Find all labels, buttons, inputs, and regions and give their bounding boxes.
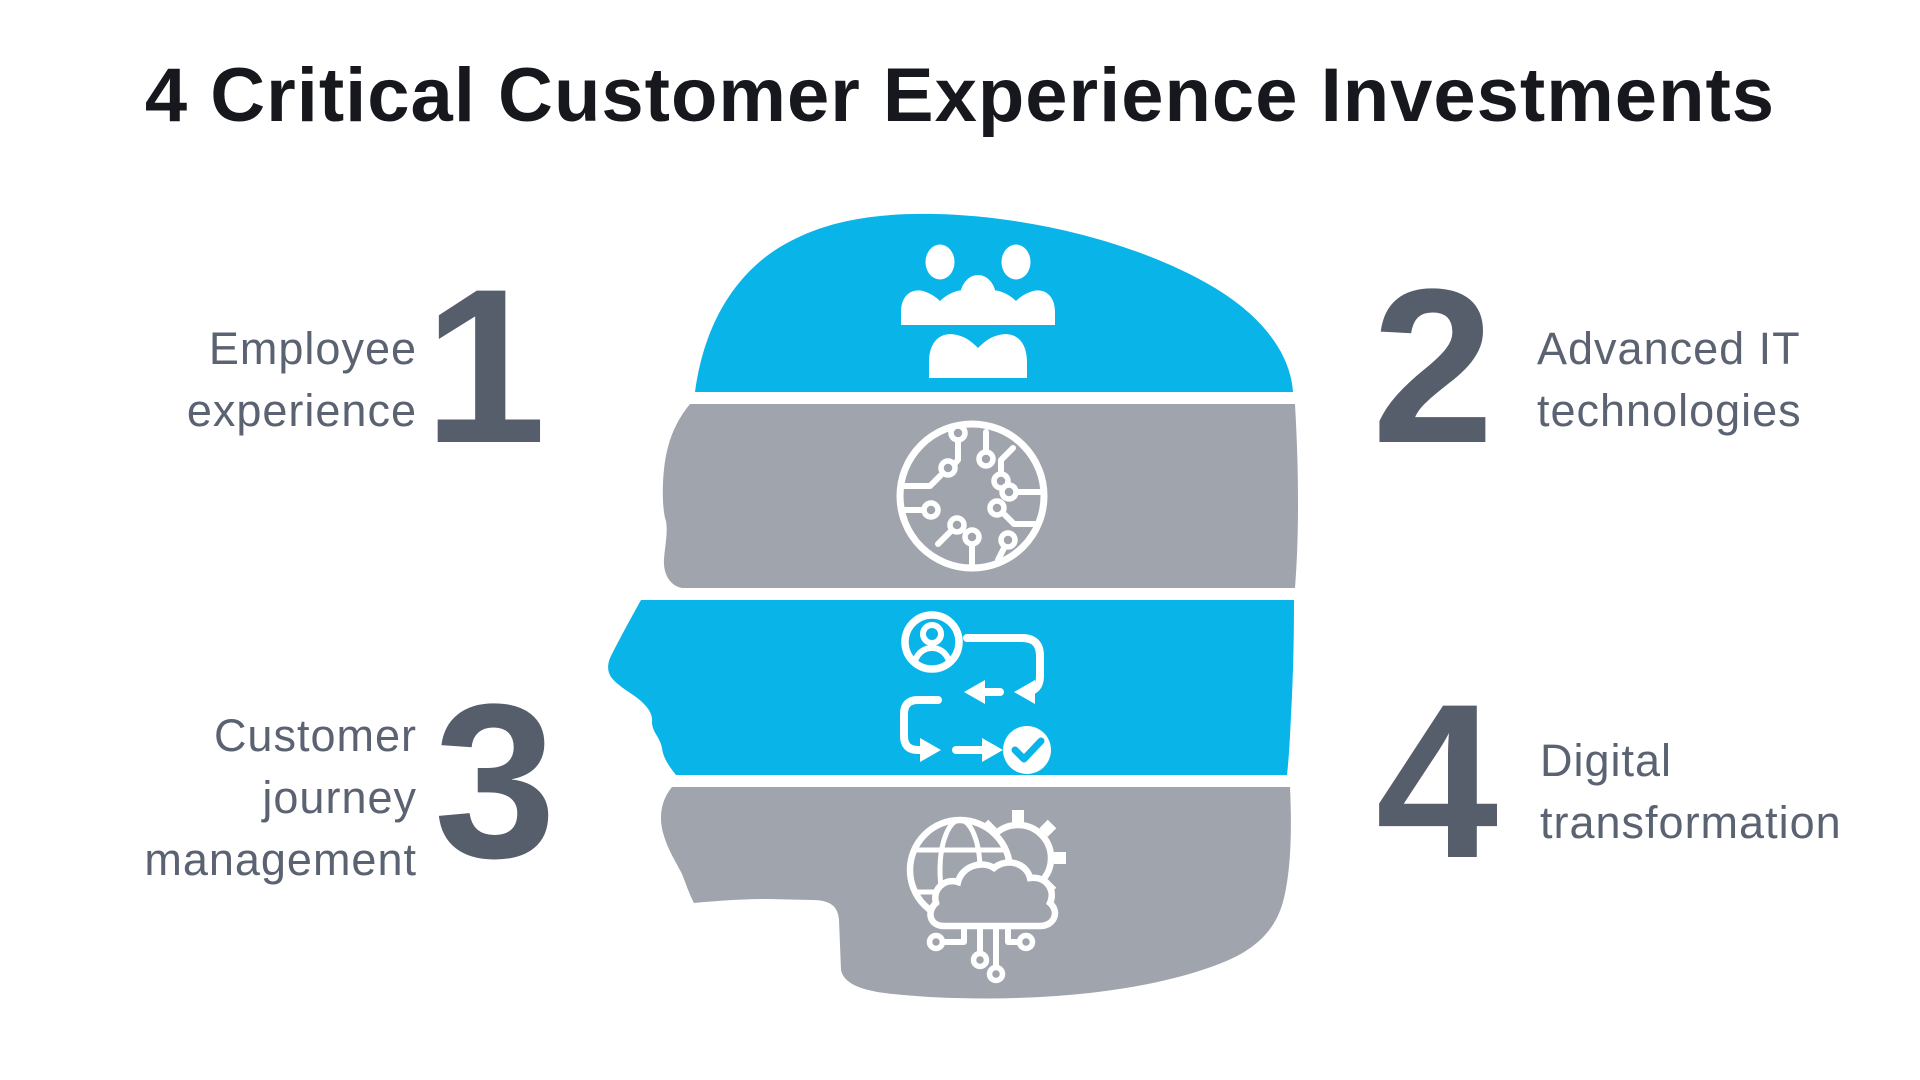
- customer-journey-icon: [900, 611, 1051, 774]
- item-label-employee-experience: Employee experience: [186, 323, 417, 436]
- item-number-1: 1: [423, 243, 547, 489]
- item-label-customer-journey: Customer journey management: [144, 710, 417, 885]
- head-band-digital: [660, 787, 1291, 999]
- item-number-3: 3: [433, 658, 557, 904]
- head-band-employee: [695, 213, 1293, 392]
- circuit-brain-icon: [896, 420, 1048, 572]
- head-band-it: [662, 404, 1298, 588]
- page-title: 4 Critical Customer Experience Investmen…: [144, 53, 1776, 138]
- item-number-4: 4: [1375, 658, 1499, 904]
- item-number-2: 2: [1371, 243, 1495, 489]
- digital-transformation-icon: [906, 810, 1066, 984]
- team-icon: [901, 244, 1055, 378]
- head-band-journey: [608, 600, 1294, 775]
- item-label-digital-transformation: Digital transformation: [1540, 735, 1842, 848]
- item-label-advanced-it: Advanced IT technologies: [1537, 323, 1802, 436]
